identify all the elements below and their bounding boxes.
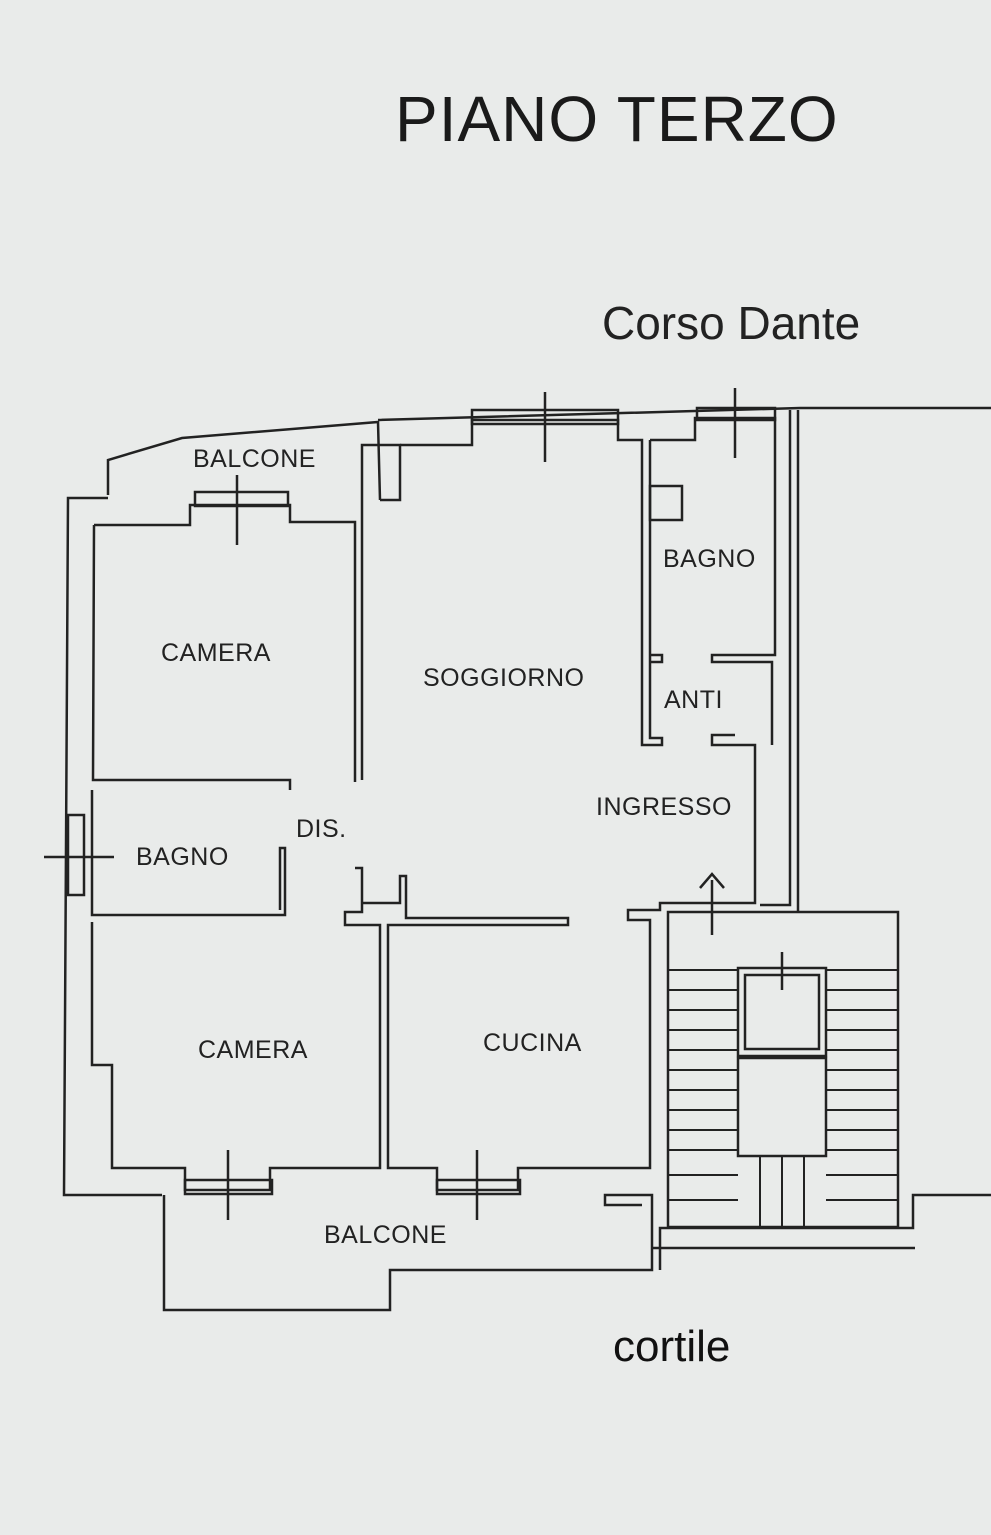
street-label: Corso Dante (602, 297, 861, 349)
room-label-bagno-left: BAGNO (136, 843, 229, 871)
room-label-soggiorno: SOGGIORNO (423, 664, 585, 692)
room-label-anti: ANTI (664, 686, 723, 714)
room-label-balcone-bottom: BALCONE (324, 1221, 447, 1249)
balcone-bottom-outline (162, 1193, 654, 1312)
exterior-wall-outer (62, 496, 162, 1197)
room-label-bagno-right: BAGNO (663, 545, 756, 573)
room-label-ingresso: INGRESSO (596, 793, 732, 821)
wall-camera-top (94, 503, 357, 782)
wall-bagno-left (90, 790, 287, 917)
balcone-top-outline (106, 420, 382, 501)
exterior-wall-outer-top (377, 406, 991, 422)
stair-treads (668, 969, 898, 1227)
exterior-wall-right (760, 410, 792, 907)
floor-title: PIANO TERZO (395, 83, 839, 155)
courtyard-label: cortile (613, 1322, 731, 1371)
window-cucina (435, 1178, 522, 1196)
room-label-cucina: CUCINA (483, 1029, 582, 1057)
wall-soggiorno-top2 (400, 418, 664, 747)
courtyard-wall (658, 1193, 991, 1270)
room-label-camera-bottom: CAMERA (198, 1036, 308, 1064)
room-label-dis: DIS. (296, 815, 347, 843)
shaft-box (648, 484, 684, 522)
window-camera-top (193, 490, 290, 508)
room-label-balcone-top: BALCONE (193, 445, 316, 473)
wall-camera-bottom-left (90, 866, 382, 1192)
window-bagno-left (66, 813, 86, 897)
wall-left-inner (91, 524, 292, 790)
stair-landing (736, 1056, 828, 1158)
wall-bagno-right (650, 416, 777, 745)
room-label-camera-top: CAMERA (161, 639, 271, 667)
entry-arrow-head (699, 872, 725, 889)
wall-anti (650, 653, 664, 664)
